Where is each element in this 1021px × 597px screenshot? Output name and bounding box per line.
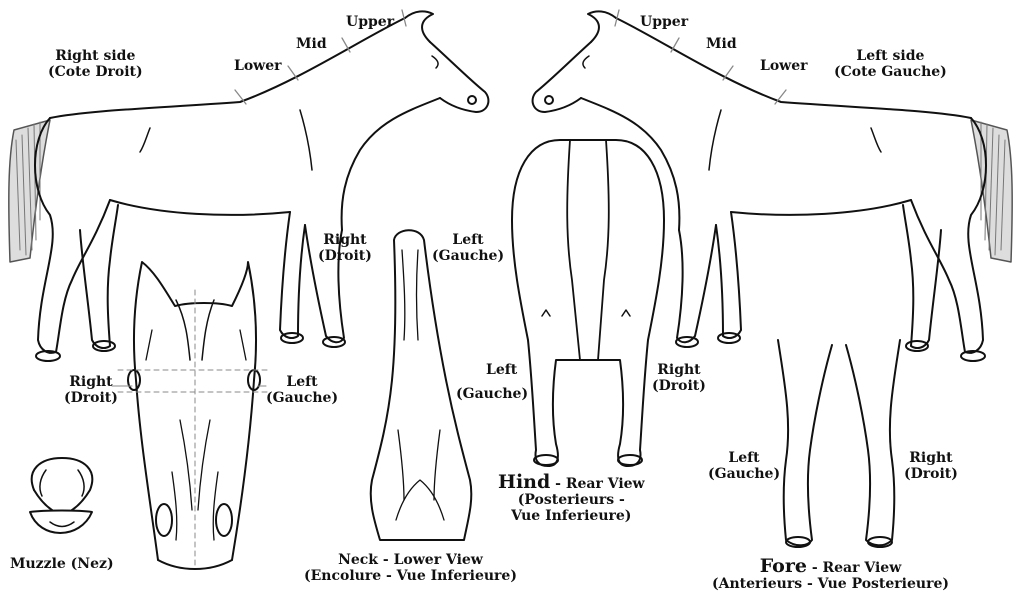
fore-caption: Fore - Rear View (Anterieurs - Vue Poste… xyxy=(712,558,949,592)
head-front-view xyxy=(118,262,268,569)
fore-right-subtitle: (Droit) xyxy=(904,466,958,482)
head-left-subtitle: (Gauche) xyxy=(266,390,338,406)
muzzle-caption: Muzzle (Nez) xyxy=(10,556,114,572)
head-right-label: Right (Droit) xyxy=(64,374,118,406)
head-left-label: Left (Gauche) xyxy=(266,374,338,406)
hind-title-line: Hind - Rear View xyxy=(498,474,645,492)
neck-lower-title: Neck - Lower View xyxy=(304,552,517,568)
head-right-title: Right xyxy=(64,374,118,390)
side-right-leg-title: Right xyxy=(318,232,372,248)
side-left-leg-title: Left xyxy=(432,232,504,248)
head-left-title: Left xyxy=(266,374,338,390)
zone-upper-label-right: Upper xyxy=(346,14,394,30)
head-right-subtitle: (Droit) xyxy=(64,390,118,406)
fore-title-line: Fore - Rear View xyxy=(712,558,949,576)
hind-right-title: Right xyxy=(652,362,706,378)
hind-left-title: Left xyxy=(486,362,517,378)
left-side-title: Left side xyxy=(834,48,947,64)
hind-title-bold: Hind xyxy=(498,471,550,493)
zone-lower-label-left: Lower xyxy=(760,58,808,74)
neck-lower-subtitle: (Encolure - Vue Inferieure) xyxy=(304,568,517,584)
fore-left-label: Left (Gauche) xyxy=(708,450,780,482)
fore-right-label: Right (Droit) xyxy=(904,450,958,482)
side-left-leg-label: Left (Gauche) xyxy=(432,232,504,264)
right-side-title: Right side xyxy=(48,48,143,64)
side-right-leg-label: Right (Droit) xyxy=(318,232,372,264)
hind-caption: Hind - Rear View (Posterieurs - Vue Infe… xyxy=(498,474,645,524)
fore-rear-view xyxy=(778,340,900,547)
zone-lower-label-right: Lower xyxy=(234,58,282,74)
left-horse-tail xyxy=(971,120,1012,262)
right-side-label: Right side (Cote Droit) xyxy=(48,48,143,80)
zone-upper-label-left: Upper xyxy=(640,14,688,30)
hind-right-subtitle: (Droit) xyxy=(652,378,706,394)
hind-subtitle-2: Vue Inferieure) xyxy=(498,508,645,524)
side-right-leg-subtitle: (Droit) xyxy=(318,248,372,264)
left-side-label: Left side (Cote Gauche) xyxy=(834,48,947,80)
fore-subtitle: (Anterieurs - Vue Posterieure) xyxy=(712,576,949,592)
zone-mid-label-right: Mid xyxy=(296,36,327,52)
hind-title-rest: - Rear View xyxy=(550,476,644,492)
fore-title-rest: - Rear View xyxy=(807,560,901,576)
zone-mid-label-left: Mid xyxy=(706,36,737,52)
fore-left-subtitle: (Gauche) xyxy=(708,466,780,482)
muzzle-view xyxy=(30,458,92,533)
left-side-subtitle: (Cote Gauche) xyxy=(834,64,947,80)
fore-left-title: Left xyxy=(708,450,780,466)
fore-title-bold: Fore xyxy=(760,555,807,577)
right-horse-tail xyxy=(9,120,50,262)
hind-rear-view xyxy=(512,140,664,466)
hind-left-subtitle: (Gauche) xyxy=(456,386,528,402)
fore-right-title: Right xyxy=(904,450,958,466)
hind-subtitle-1: (Posterieurs - xyxy=(498,492,645,508)
side-left-leg-subtitle: (Gauche) xyxy=(432,248,504,264)
right-side-subtitle: (Cote Droit) xyxy=(48,64,143,80)
hind-right-label: Right (Droit) xyxy=(652,362,706,394)
neck-lower-caption: Neck - Lower View (Encolure - Vue Inferi… xyxy=(304,552,517,584)
